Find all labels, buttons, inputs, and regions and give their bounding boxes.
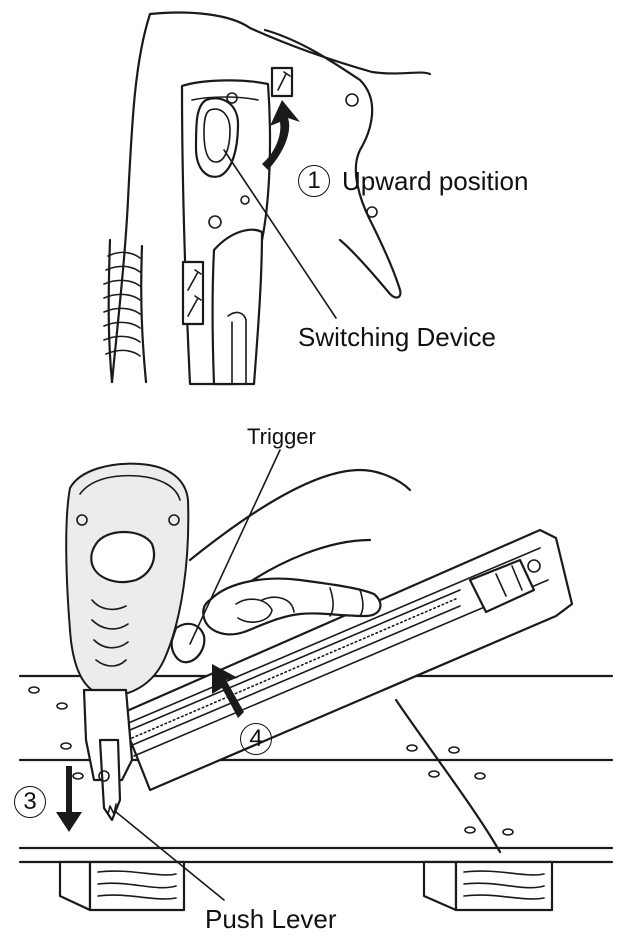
- nailer-trigger: [170, 622, 206, 664]
- upward-arrow: [262, 100, 300, 170]
- step-3-badge: 3: [14, 786, 46, 818]
- closeup-lower-leg: [211, 228, 264, 386]
- board-joint: [394, 698, 502, 854]
- trigger-leader: [189, 449, 281, 645]
- closeup-hole-1: [226, 92, 238, 104]
- operator-arm-upper: [188, 468, 412, 562]
- usage-panel: [18, 449, 614, 912]
- nailer-grip-window: [90, 531, 156, 584]
- push-lever-leader: [115, 811, 225, 901]
- follower-detail: [495, 565, 523, 597]
- joist-left: [58, 860, 186, 912]
- push-lever-label: Push Lever: [205, 904, 337, 934]
- closeup-housing-outline: [110, 12, 152, 384]
- closeup-panel: [103, 11, 432, 386]
- closeup-hole-3: [240, 195, 250, 205]
- glove-finger-2: [261, 596, 295, 613]
- step3-arrow: [56, 766, 82, 832]
- push-lever: [98, 738, 122, 822]
- magazine-rail-lower: [133, 579, 549, 757]
- switching-device-label: Switching Device: [298, 322, 496, 352]
- hose-spring-coils: [103, 238, 148, 384]
- glove-cuff: [329, 587, 364, 617]
- closeup-rivet-1: [345, 93, 359, 107]
- upward-position-label: Upward position: [342, 166, 529, 196]
- step4-arrow: [212, 664, 244, 718]
- cap-bolt-left: [76, 514, 88, 526]
- closeup-plate-inner: [191, 96, 259, 101]
- closeup-hole-2: [208, 215, 222, 229]
- trigger-label: Trigger: [247, 424, 316, 449]
- nail-strip: [129, 589, 461, 747]
- double-nail-icon: [181, 260, 205, 326]
- joist-right: [422, 860, 554, 912]
- closeup-leg-detail: [227, 311, 247, 385]
- nose-bolt: [98, 770, 110, 782]
- switching-device-knob-inner: [203, 108, 231, 163]
- nailer-body-ribs: [91, 599, 129, 667]
- step-4-badge: 4: [240, 723, 272, 755]
- switching-device-leader: [223, 149, 337, 319]
- nailer-top-cap: [79, 474, 181, 501]
- step-1-badge: 1: [298, 165, 330, 197]
- glove-finger-1: [235, 598, 273, 623]
- closeup-rivet-2: [366, 206, 378, 218]
- follower-knob: [527, 559, 541, 573]
- closeup-housing-top: [148, 11, 432, 76]
- single-nail-icon: [270, 66, 294, 98]
- nail-holes: [28, 686, 514, 836]
- push-lever-teeth: [103, 803, 117, 815]
- cap-bolt-right: [168, 514, 180, 526]
- nail-magazine: [118, 528, 574, 792]
- nailer-nose: [82, 688, 134, 782]
- magazine-rail-upper: [125, 547, 541, 725]
